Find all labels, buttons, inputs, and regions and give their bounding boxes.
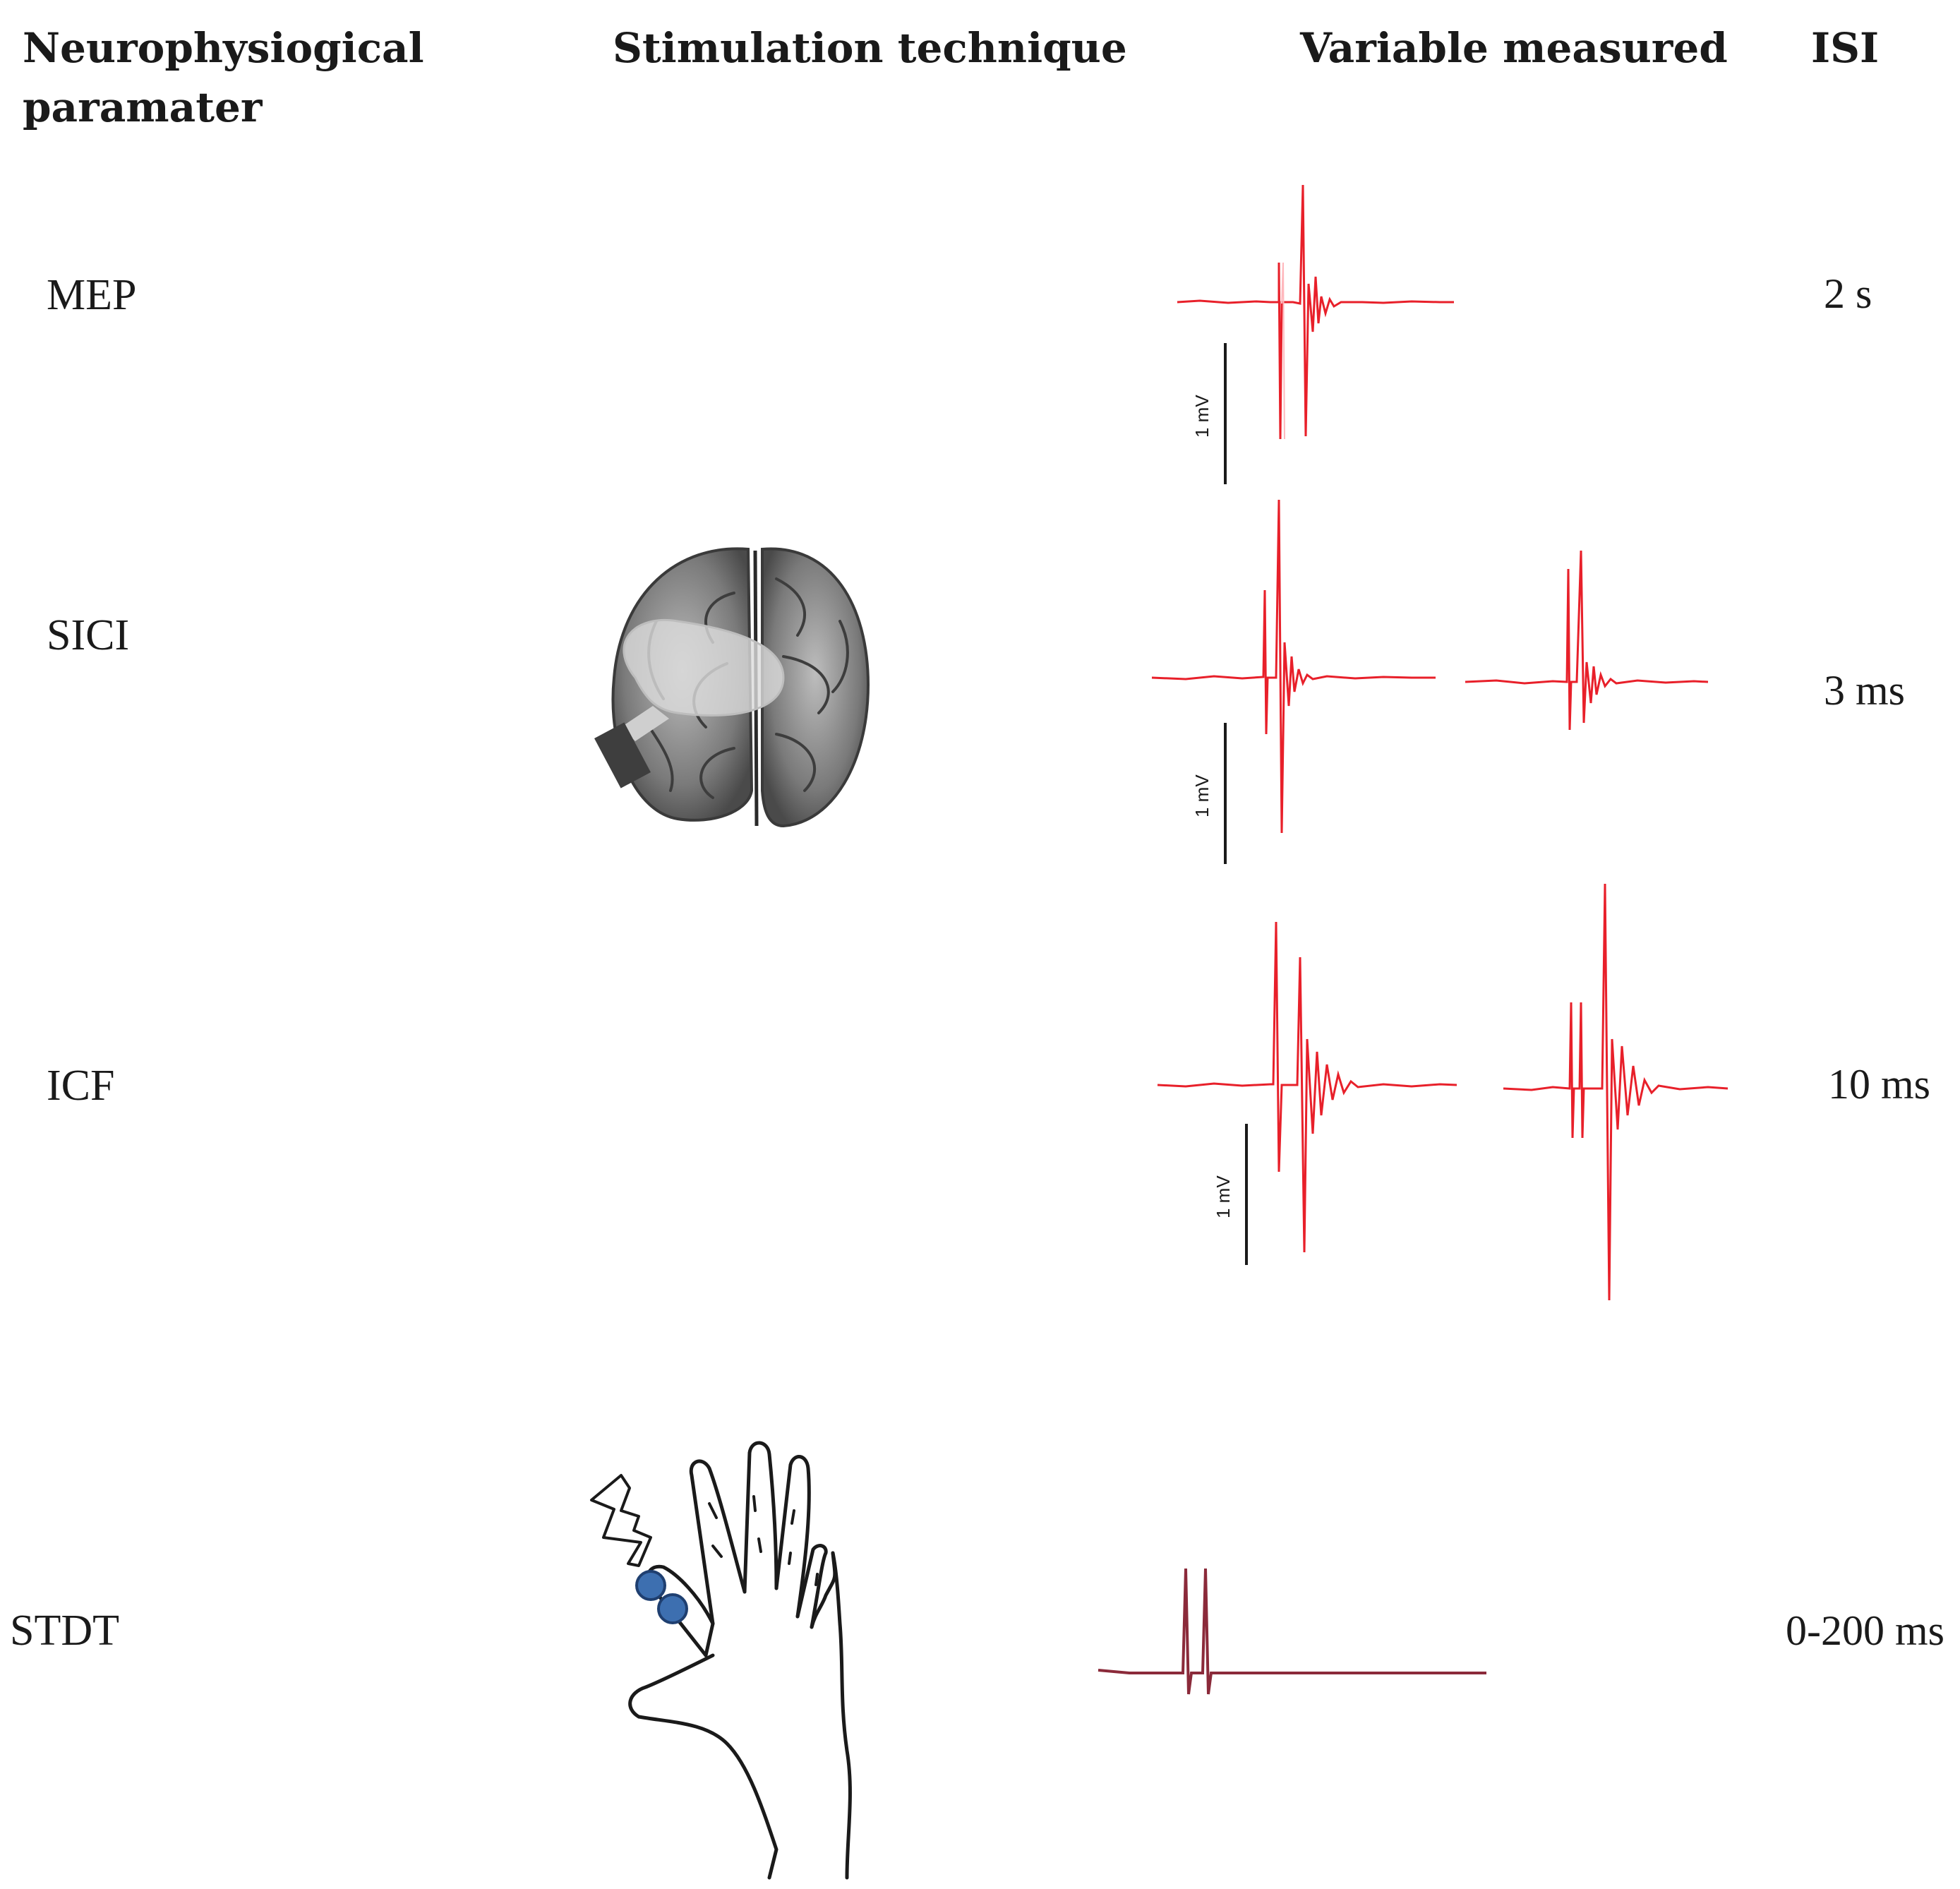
trace-sici-b	[1465, 550, 1709, 731]
row-label-icf: ICF	[47, 1062, 114, 1110]
trace-mep-highlight	[1281, 262, 1285, 440]
header-parameter-line2: paramater	[23, 83, 263, 131]
header-parameter-line1: Neurophysiogical	[23, 24, 424, 72]
trace-sici-a	[1151, 499, 1436, 834]
row-label-stdt: STDT	[10, 1607, 119, 1655]
hand-with-electrodes-icon	[628, 1441, 852, 1880]
isi-mep: 2 s	[1824, 270, 1872, 317]
isi-icf: 10 ms	[1828, 1061, 1930, 1108]
header-isi: ISI	[1811, 24, 1879, 72]
isi-sici: 3 ms	[1824, 667, 1905, 714]
trace-mep	[1177, 184, 1454, 440]
scale-label-mep: 1 mV	[1191, 395, 1213, 438]
electrode-1	[635, 1570, 666, 1601]
brain-with-tms-coil-icon	[594, 547, 870, 828]
scale-label-sici: 1 mV	[1191, 774, 1213, 817]
trace-stdt	[1098, 1568, 1486, 1695]
trace-icf-b	[1503, 883, 1728, 1301]
trace-icf-a	[1157, 921, 1457, 1253]
row-label-mep: MEP	[47, 271, 136, 319]
header-variable: Variable measured	[1299, 24, 1728, 72]
lightning-bolt-icon	[590, 1474, 652, 1567]
electrode-2	[657, 1593, 688, 1624]
isi-stdt: 0-200 ms	[1786, 1607, 1944, 1654]
row-label-sici: SICI	[47, 611, 129, 659]
header-stimulation: Stimulation technique	[613, 24, 1127, 72]
scale-label-icf: 1 mV	[1213, 1175, 1234, 1218]
